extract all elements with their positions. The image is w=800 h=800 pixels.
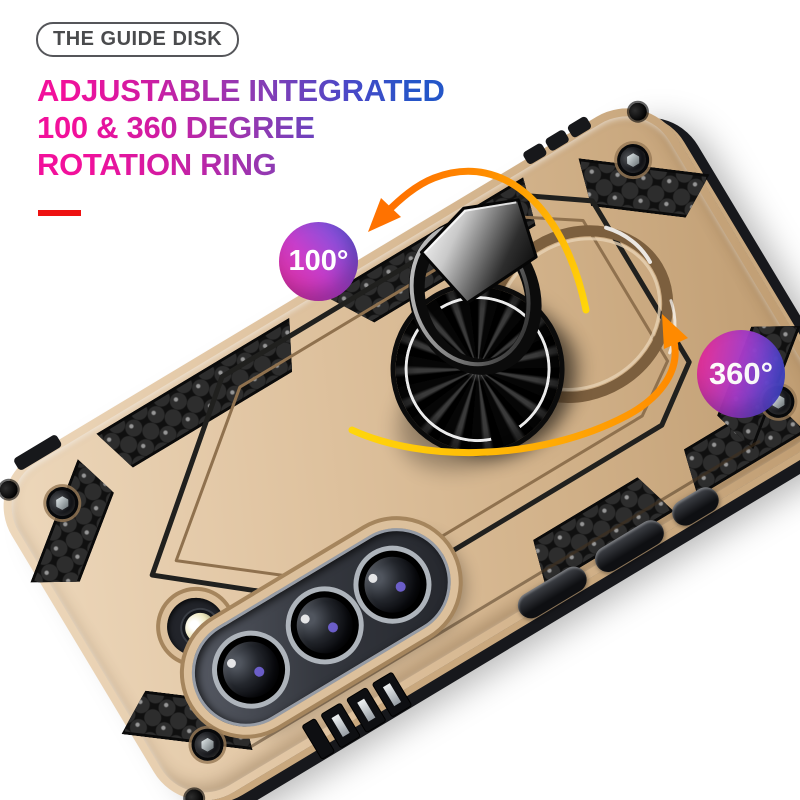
phone-case bbox=[0, 86, 800, 800]
guide-disk-pill: THE GUIDE DISK bbox=[36, 22, 240, 57]
slot-glint bbox=[604, 225, 653, 264]
red-underline bbox=[38, 210, 81, 216]
badge-100-degree: 100° bbox=[279, 222, 358, 301]
badge-360-degree: 360° bbox=[697, 330, 785, 418]
headline-line-2: 100 & 360 DEGREE bbox=[37, 110, 315, 145]
badge-360-label: 360° bbox=[708, 356, 774, 391]
headline: ADJUSTABLE INTEGRATED 100 & 360 DEGREE R… bbox=[37, 72, 445, 183]
headline-line-3: ROTATION RING bbox=[37, 147, 277, 182]
badge-100-label: 100° bbox=[288, 245, 349, 277]
flip-arrowhead-icon bbox=[368, 198, 401, 232]
bottom-seam bbox=[249, 439, 761, 749]
headline-line-1: ADJUSTABLE INTEGRATED bbox=[37, 73, 445, 108]
